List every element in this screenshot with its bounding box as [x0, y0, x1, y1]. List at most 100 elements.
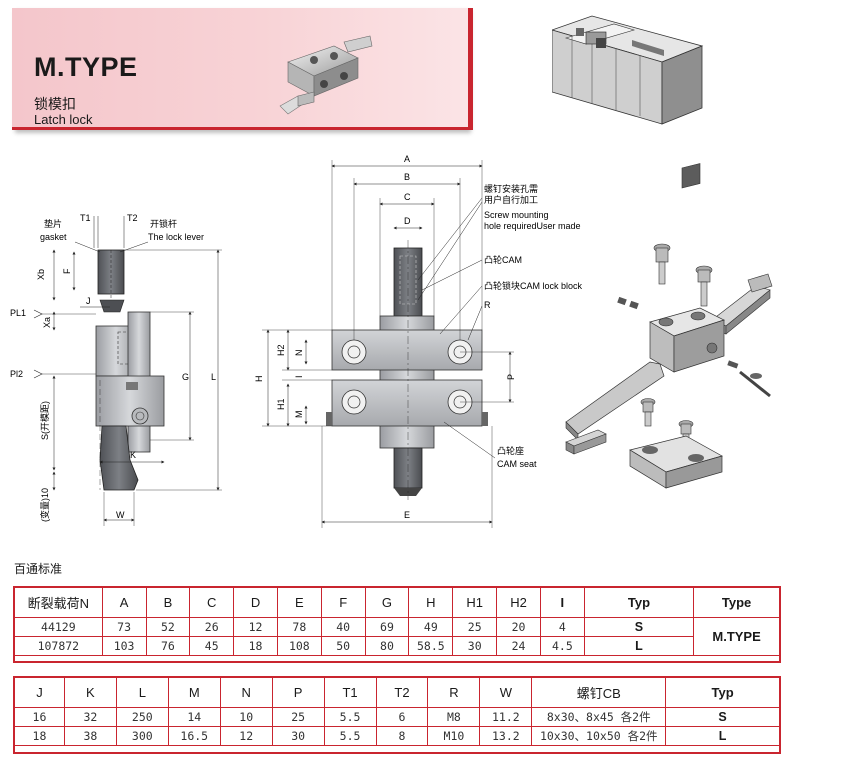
table-2-header: R: [427, 677, 481, 708]
dim-t1: T1: [80, 213, 91, 223]
label-pl1: PL1: [10, 308, 26, 318]
table-row: 44129 73 52 26 12 78 40 69 49 25 20 4 S …: [14, 617, 780, 656]
section-title-standard: 百通标准: [14, 562, 63, 576]
table-cell: 13.2: [479, 726, 533, 746]
dim-m: M: [294, 411, 304, 419]
table-2-header: P: [271, 677, 325, 708]
table-2-header: T1: [323, 677, 377, 708]
table-cell: 24: [496, 636, 541, 656]
table-cell: 4.5: [539, 636, 585, 656]
table-1-header: D: [233, 587, 278, 618]
spec-table-1: 断裂载荷N A B C D E F G H H1 H2 I Typ Type 4…: [14, 587, 780, 656]
table-cell: 6: [375, 707, 429, 727]
technical-drawing: 垫片 gasket 开锁杆 The lock lever T1 T2 Xb F …: [10, 154, 773, 528]
table-cell: 4: [539, 617, 585, 637]
table-cell: 16.5: [167, 726, 221, 746]
table-1-header: H2: [496, 587, 541, 618]
table-1-header: C: [189, 587, 235, 618]
label-lever-cn: 开锁杆: [150, 218, 177, 229]
dim-g: G: [182, 372, 189, 382]
table-cell: 10x30、10x50 各2件: [531, 726, 667, 746]
table-cell: 8: [375, 726, 429, 746]
dim-e: E: [404, 510, 410, 520]
dim-xa: Xa: [42, 317, 52, 328]
table-2-header: J: [14, 677, 65, 708]
table-cell: 5.5: [323, 707, 377, 727]
dim-t2: T2: [127, 213, 138, 223]
table-cell: 16: [14, 707, 65, 727]
dim-f: F: [62, 268, 72, 274]
dim-d: D: [404, 216, 411, 226]
table-row: 18 38 300 16.5 12 30 5.5 8 M10 13.2 10x3…: [14, 726, 780, 746]
table-cell: 52: [145, 617, 191, 637]
label-r: R: [484, 300, 491, 310]
table-cell: 10: [219, 707, 273, 727]
screw-top-right: [695, 265, 713, 307]
table-cell: 107872: [14, 636, 103, 656]
table-cell: 58.5: [408, 636, 454, 656]
label-cam-lock-block: 凸轮锁块CAM lock block: [484, 280, 583, 291]
label-cam-seat-en: CAM seat: [497, 459, 537, 469]
table-cell: 18: [14, 726, 65, 746]
label-screw-en-1: Screw mounting: [484, 210, 549, 220]
dim-h2: H2: [276, 344, 286, 356]
label-gasket-cn: 垫片: [44, 218, 62, 229]
table-2-header: W: [479, 677, 533, 708]
table-cell: 80: [364, 636, 410, 656]
mold-assembly-iso-view: [552, 15, 704, 125]
table-cell: M10: [427, 726, 481, 746]
header-banner: M.TYPE 锁模扣 Latch lock: [12, 8, 473, 130]
table-row: 107872 103 76 45 18 108 50 80 58.5 30 24…: [14, 636, 780, 656]
label-lever-en: The lock lever: [148, 232, 204, 242]
table-cell: 73: [101, 617, 147, 637]
label-screw-en-2: hole requiredUser made: [484, 221, 581, 231]
table-cell: 25: [452, 617, 498, 637]
table-cell: 49: [408, 617, 454, 637]
table-cell: 20: [496, 617, 541, 637]
table-cell: 8x30、8x45 各2件: [531, 707, 667, 727]
dim-xb: Xb: [36, 269, 46, 280]
spec-table-2: J K L M N P T1 T2 R W 螺钉CB Typ 16 32 250…: [14, 677, 780, 746]
table-cell: 5.5: [323, 726, 377, 746]
dim-k: K: [130, 450, 136, 460]
dim-h1: H1: [276, 398, 286, 410]
table-cell-type: L: [665, 726, 780, 746]
table-cell: 45: [189, 636, 235, 656]
table-cell: 76: [145, 636, 191, 656]
latch-lock-product-image: [279, 35, 373, 115]
label-screw-cn-2: 用户自行加工: [484, 194, 538, 205]
dim-h: H: [254, 376, 264, 383]
subtitle-chinese: 锁模扣: [34, 96, 76, 112]
table-cell: 12: [219, 726, 273, 746]
dim-s-open-distance: S(开模距): [40, 401, 50, 440]
table-1-header: G: [364, 587, 410, 618]
table-cell: 38: [63, 726, 117, 746]
table-cell: 44129: [14, 617, 103, 637]
table-1-header: 断裂载荷N: [14, 587, 103, 618]
table-cell-type: L: [583, 636, 695, 656]
table-cell: 12: [233, 617, 278, 637]
screw-top-left: [653, 243, 671, 285]
dim-variable-10: (变量)10: [39, 488, 50, 522]
label-screw-cn-1: 螺钉安装孔需: [484, 183, 538, 194]
dim-j: J: [86, 296, 91, 306]
table-cell: 40: [320, 617, 366, 637]
table-2-header: N: [219, 677, 273, 708]
table-2-header: L: [115, 677, 169, 708]
table-cell: M8: [427, 707, 481, 727]
table-cell: 14: [167, 707, 221, 727]
dim-l: L: [211, 372, 216, 382]
table-1-header: H1: [452, 587, 498, 618]
screw-bottom-left: [640, 398, 656, 427]
table-cell: 32: [63, 707, 117, 727]
label-cam: 凸轮CAM: [484, 254, 522, 265]
table-cell: 78: [276, 617, 322, 637]
table-2-header: 螺钉CB: [531, 677, 667, 708]
table-cell: 30: [452, 636, 498, 656]
dim-a: A: [404, 154, 410, 164]
table-1-header: E: [276, 587, 322, 618]
table-1-header: Typ: [583, 587, 695, 618]
page-title: M.TYPE: [34, 52, 138, 82]
dim-w: W: [116, 510, 125, 520]
table-cell: 50: [320, 636, 366, 656]
